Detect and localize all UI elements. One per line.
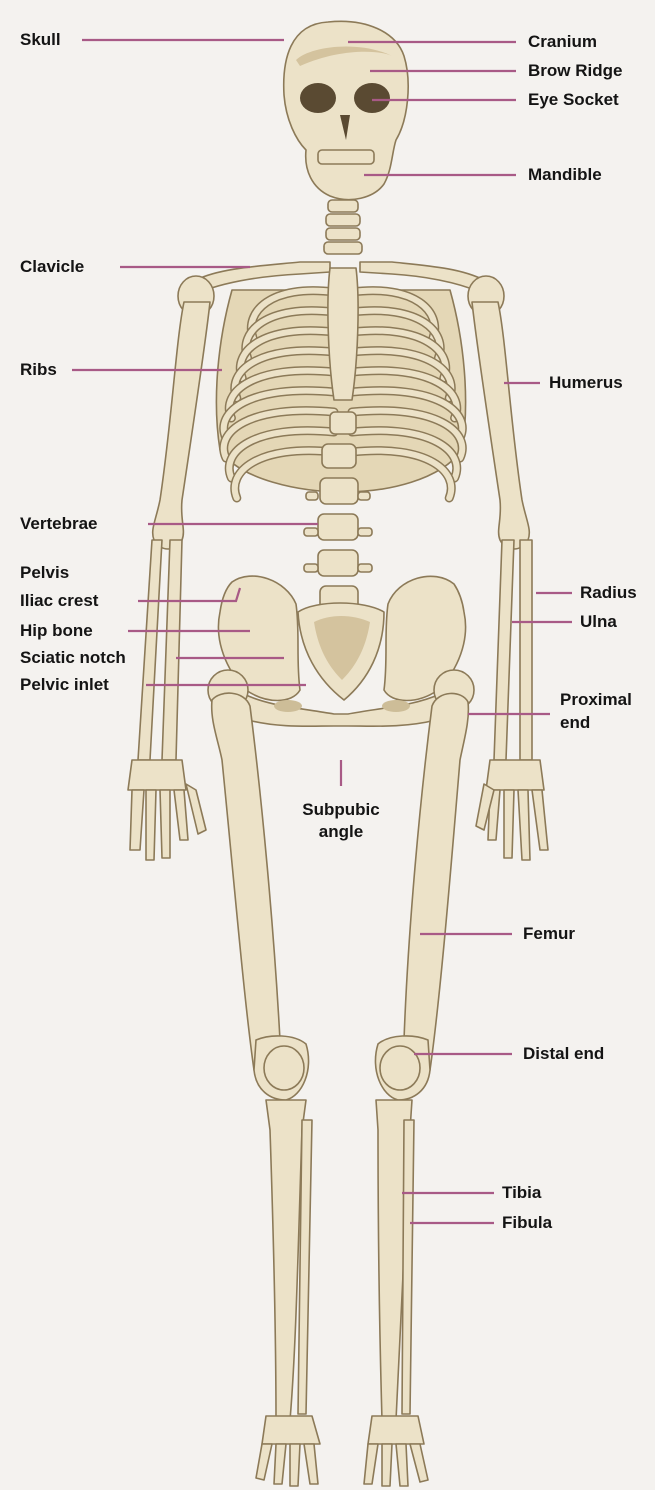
- label-pelvic-inlet: Pelvic inlet: [20, 675, 109, 695]
- label-proximal-end-line1: Proximal: [560, 690, 632, 710]
- label-distal-end: Distal end: [523, 1044, 604, 1064]
- right-arm-shape: [472, 302, 548, 860]
- label-iliac-crest: Iliac crest: [20, 591, 98, 611]
- right-leg-shape: [364, 670, 474, 1486]
- label-subpubic-angle-line1: Subpubic: [302, 800, 379, 820]
- label-subpubic-angle-line2: angle: [319, 822, 363, 842]
- label-sciatic-notch: Sciatic notch: [20, 648, 126, 668]
- skull-shape: [284, 21, 408, 199]
- label-proximal-end-line2: end: [560, 713, 590, 733]
- label-cranium: Cranium: [528, 32, 597, 52]
- label-skull: Skull: [20, 30, 61, 50]
- label-femur: Femur: [523, 924, 575, 944]
- label-hip-bone: Hip bone: [20, 621, 93, 641]
- label-ribs: Ribs: [20, 360, 57, 380]
- label-pelvis: Pelvis: [20, 563, 69, 583]
- cervical-spine-shape: [324, 200, 362, 254]
- label-clavicle: Clavicle: [20, 257, 84, 277]
- left-arm-shape: [128, 302, 210, 860]
- label-fibula: Fibula: [502, 1213, 552, 1233]
- left-leg-shape: [208, 670, 320, 1486]
- label-vertebrae: Vertebrae: [20, 514, 98, 534]
- label-brow-ridge: Brow Ridge: [528, 61, 622, 81]
- label-eye-socket: Eye Socket: [528, 90, 619, 110]
- label-ulna: Ulna: [580, 612, 617, 632]
- label-mandible: Mandible: [528, 165, 602, 185]
- label-humerus: Humerus: [549, 373, 623, 393]
- label-radius: Radius: [580, 583, 637, 603]
- label-tibia: Tibia: [502, 1183, 541, 1203]
